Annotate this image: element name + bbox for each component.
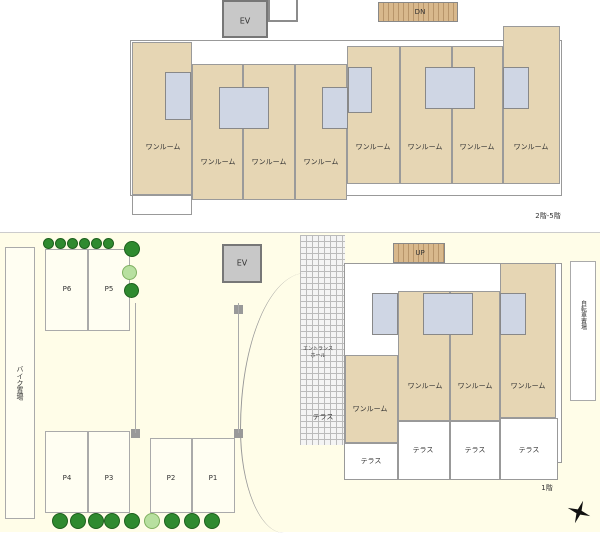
upper-unit-label: ワンルーム xyxy=(251,158,287,166)
upper-unit-label: ワンルーム xyxy=(355,143,391,151)
tree-icon xyxy=(52,513,68,529)
parking-p5 xyxy=(88,249,130,331)
ground-terrace-2 xyxy=(398,421,450,480)
upper-stair xyxy=(378,2,458,22)
ground-bath-3 xyxy=(500,293,526,335)
upper-balcony xyxy=(132,195,192,215)
upper-unit-2 xyxy=(192,64,243,200)
ground-terrace-4 xyxy=(500,418,558,480)
upper-bath-5 xyxy=(425,67,475,109)
tree-icon xyxy=(204,513,220,529)
ground-bath-2 xyxy=(423,293,473,335)
ground-unit-4 xyxy=(500,263,556,418)
parking-label: P6 xyxy=(62,285,72,293)
upper-floor-label: 2階-5階 xyxy=(535,212,561,220)
parking-label: P1 xyxy=(208,474,218,482)
parking-p3 xyxy=(88,431,130,513)
column xyxy=(234,429,243,438)
tree-icon xyxy=(144,513,160,529)
upper-floor-plan: EV DN ワンルーム ワンルーム ワンルーム ワンルーム ワンルーム ワンルー… xyxy=(0,0,600,225)
upper-elevator xyxy=(222,0,268,38)
tree-icon xyxy=(91,238,102,249)
parking-p4 xyxy=(45,431,88,513)
upper-ev-label: EV xyxy=(239,16,251,26)
ground-unit-1 xyxy=(345,355,398,443)
tree-icon xyxy=(124,513,140,529)
terrace-label: テラス xyxy=(360,457,382,465)
tree-icon xyxy=(79,238,90,249)
tree-icon xyxy=(124,283,139,298)
upper-stair-label: DN xyxy=(414,8,426,16)
tree-icon xyxy=(55,238,66,249)
parking-p2 xyxy=(150,438,192,513)
upper-bath-3 xyxy=(322,87,348,129)
bicycle-parking xyxy=(570,261,596,401)
bike-parking xyxy=(5,247,35,519)
ground-terrace-1 xyxy=(344,443,398,480)
ground-unit-label: ワンルーム xyxy=(457,382,493,390)
path-line xyxy=(135,303,136,433)
ground-bath-1 xyxy=(372,293,398,335)
tree-icon xyxy=(184,513,200,529)
ground-terrace-3 xyxy=(450,421,500,480)
path-line xyxy=(238,303,239,433)
ground-stair xyxy=(393,243,445,263)
entrance-hall-label: エントランスホール xyxy=(303,346,333,359)
ground-stair-label: UP xyxy=(415,249,425,257)
parking-label: P2 xyxy=(166,474,176,482)
entrance-terrace-label: テラス xyxy=(312,413,334,421)
terrace-label: テラス xyxy=(518,446,540,454)
bicycle-parking-label: 自転車置場 xyxy=(579,300,587,330)
upper-unit-label: ワンルーム xyxy=(303,158,339,166)
ground-unit-label: ワンルーム xyxy=(510,382,546,390)
parking-p6 xyxy=(45,249,88,331)
ground-unit-label: ワンルーム xyxy=(352,405,388,413)
ground-floor-plan: バイク置場 P6 P5 P4 P3 P2 P1 EV エントランスホール テラス… xyxy=(0,232,600,533)
upper-bath-6 xyxy=(503,67,529,109)
tree-icon xyxy=(122,265,137,280)
ground-elevator xyxy=(222,244,262,283)
upper-unit-4 xyxy=(295,64,347,200)
upper-unit-label: ワンルーム xyxy=(459,143,495,151)
ground-ev-label: EV xyxy=(236,258,248,268)
terrace-label: テラス xyxy=(464,446,486,454)
ground-floor-label: 1階 xyxy=(541,484,553,492)
upper-unit-label: ワンルーム xyxy=(200,158,236,166)
tree-icon xyxy=(164,513,180,529)
tree-icon xyxy=(103,238,114,249)
tree-icon xyxy=(70,513,86,529)
upper-unit-3 xyxy=(243,64,295,200)
upper-bath-2 xyxy=(219,87,269,129)
upper-unit-label: ワンルーム xyxy=(513,143,549,151)
upper-bath-1 xyxy=(165,72,191,120)
ground-unit-label: ワンルーム xyxy=(407,382,443,390)
compass-icon xyxy=(567,500,591,524)
upper-bath-4 xyxy=(348,67,372,113)
upper-unit-label: ワンルーム xyxy=(407,143,443,151)
parking-p1 xyxy=(192,438,235,513)
tree-icon xyxy=(67,238,78,249)
upper-unit-label: ワンルーム xyxy=(145,143,181,151)
tree-icon xyxy=(88,513,104,529)
column xyxy=(131,429,140,438)
tree-icon xyxy=(43,238,54,249)
bike-parking-label: バイク置場 xyxy=(16,365,24,401)
tree-icon xyxy=(104,513,120,529)
tree-icon xyxy=(124,241,140,257)
parking-label: P4 xyxy=(62,474,72,482)
terrace-label: テラス xyxy=(412,446,434,454)
entrance-curve xyxy=(240,273,350,533)
upper-corridor-wall xyxy=(268,0,298,22)
parking-label: P5 xyxy=(104,285,114,293)
parking-label: P3 xyxy=(104,474,114,482)
